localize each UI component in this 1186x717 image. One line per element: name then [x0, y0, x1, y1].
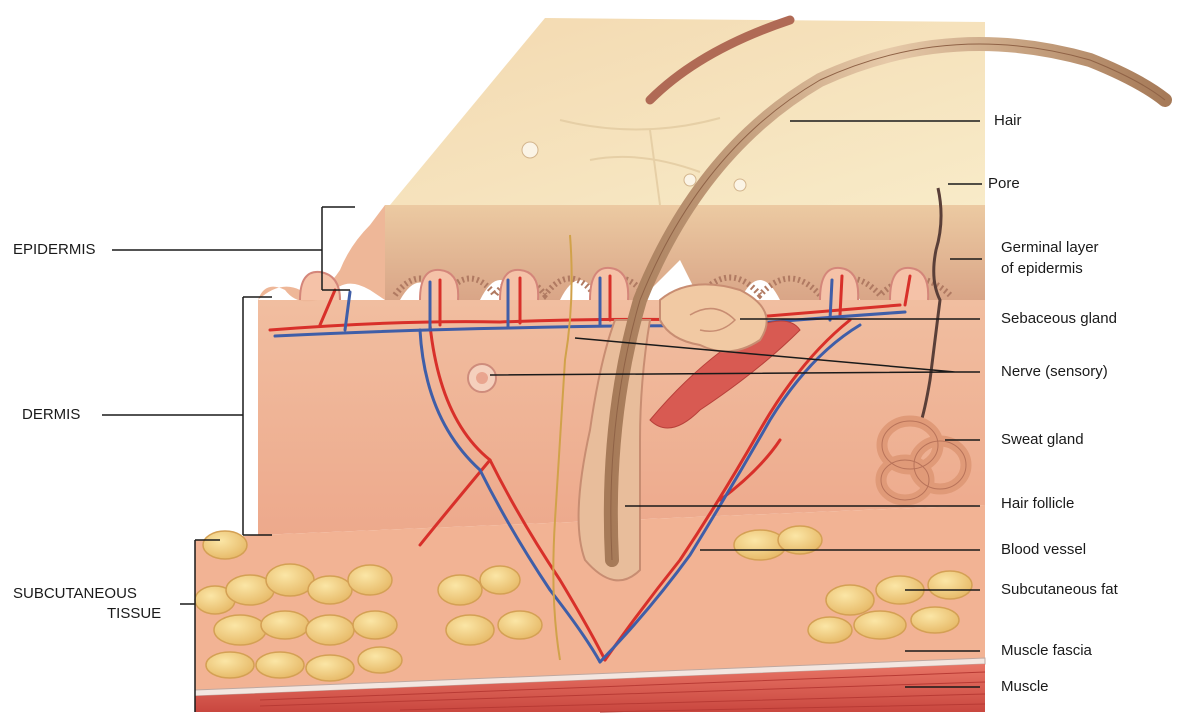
label-pore: Pore — [988, 174, 1020, 194]
label-subcutaneous-fat: Subcutaneous fat — [1001, 580, 1118, 600]
label-subcutaneous-line2: TISSUE — [107, 604, 161, 624]
label-nerve-sensory: Nerve (sensory) — [1001, 362, 1108, 382]
label-sweat-gland: Sweat gland — [1001, 430, 1084, 450]
surface-pore-3 — [734, 179, 746, 191]
label-blood-vessel: Blood vessel — [1001, 540, 1086, 560]
label-sebaceous-gland: Sebaceous gland — [1001, 309, 1117, 329]
surface-pore-2 — [684, 174, 696, 186]
label-hair: Hair — [994, 111, 1022, 131]
label-muscle: Muscle — [1001, 677, 1049, 697]
label-muscle-fascia: Muscle fascia — [1001, 641, 1092, 661]
label-epidermis: EPIDERMIS — [13, 240, 96, 260]
label-germinal-line1: Germinal layer — [1001, 238, 1099, 258]
label-dermis: DERMIS — [22, 405, 80, 425]
surface-pore-1 — [522, 142, 538, 158]
label-subcutaneous-line1: SUBCUTANEOUS — [13, 584, 137, 604]
label-hair-follicle: Hair follicle — [1001, 494, 1074, 514]
label-germinal-line2: of epidermis — [1001, 259, 1083, 279]
